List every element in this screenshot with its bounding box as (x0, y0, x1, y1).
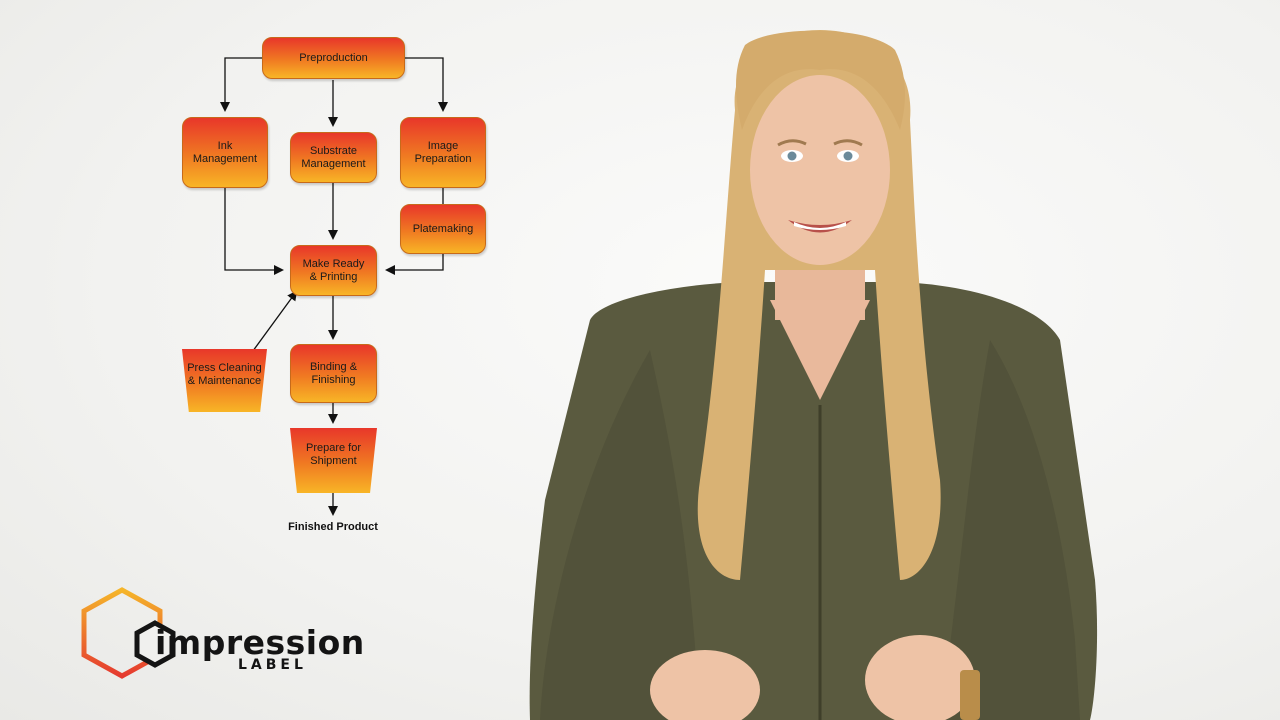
logo-wordmark: impression (155, 623, 365, 662)
finished-product-label: Finished Product (288, 521, 378, 533)
node-substrate-management: Substrate Management (290, 132, 377, 183)
node-prepare-shipment: Prepare for Shipment (290, 428, 377, 493)
logo-subtitle: LABEL (238, 657, 307, 673)
node-prepare-shipment-label: Prepare for Shipment (305, 441, 362, 467)
node-ink-management: Ink Management (182, 117, 268, 188)
node-press-cleaning: Press Cleaning & Maintenance (182, 349, 267, 412)
presenter-image (529, 30, 1098, 720)
node-preproduction: Preproduction (262, 37, 405, 79)
node-binding-finishing: Binding & Finishing (290, 344, 377, 403)
process-flowchart: Preproduction Ink Management Substrate M… (0, 0, 560, 560)
hexagon-logo-icon (81, 587, 176, 679)
node-make-ready-printing: Make Ready & Printing (290, 245, 377, 296)
flow-arrows (220, 57, 448, 516)
node-platemaking: Platemaking (400, 204, 486, 254)
node-image-preparation: Image Preparation (400, 117, 486, 188)
node-press-cleaning-label: Press Cleaning & Maintenance (187, 361, 262, 387)
